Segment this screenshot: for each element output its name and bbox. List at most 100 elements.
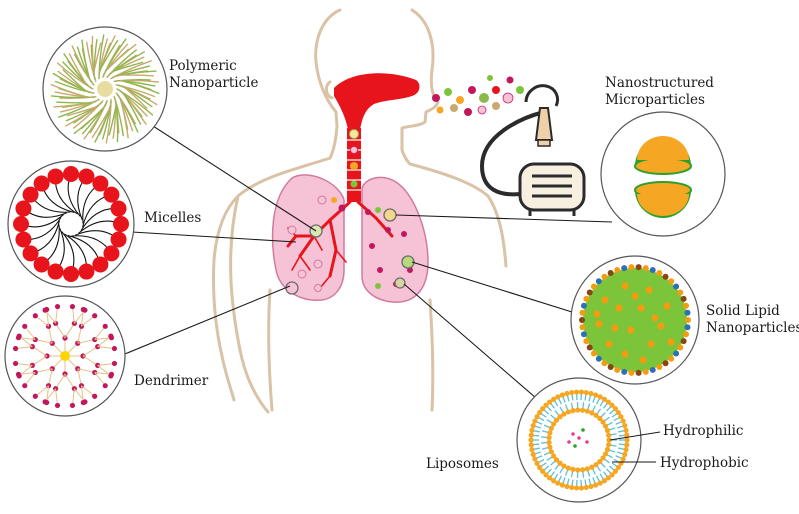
dendrimer-illustration <box>4 295 126 417</box>
liposome-head <box>546 439 552 446</box>
liposome-head <box>551 396 557 402</box>
sln-surface-dot <box>607 269 614 276</box>
sln-core-dot <box>657 322 665 330</box>
dendrimer-branch <box>55 373 66 389</box>
dendrimer-node <box>82 399 88 405</box>
dendrimer-branch <box>24 372 36 386</box>
polymer-strand <box>99 39 119 71</box>
liposome-head <box>589 410 595 416</box>
polymer-strand <box>93 42 102 74</box>
liposome-head <box>620 418 626 424</box>
liposome-head <box>615 409 621 416</box>
liposome-payload <box>567 440 571 444</box>
sln-core-dot <box>593 310 601 318</box>
sln-surface-dot <box>642 368 649 375</box>
sln-surface-dot <box>649 366 656 373</box>
sln-core-dot <box>651 314 659 322</box>
liposome-head <box>612 406 619 412</box>
dendrimer-node <box>32 313 38 319</box>
dendrimer-branch <box>35 368 53 373</box>
polymer-strand <box>81 39 90 78</box>
sln-surface-dot <box>684 324 691 331</box>
label-solid-lipid-line1: Solid Lipid <box>706 303 780 319</box>
liposome-head <box>551 453 557 459</box>
liposome-head <box>589 464 595 470</box>
sln-core-dot <box>631 292 639 300</box>
sln-surface-dot <box>656 364 663 371</box>
connector-nanostructured <box>395 214 613 223</box>
micelle-illustration <box>7 160 135 288</box>
micelle-head <box>22 186 39 203</box>
sln-core-dot <box>595 320 603 328</box>
liposome-head <box>612 468 619 474</box>
sln-surface-dot <box>680 338 687 345</box>
sln-core-dot <box>647 340 655 348</box>
sln-surface-dot <box>621 265 628 272</box>
sln-surface-dot <box>579 317 585 323</box>
connector-solid-lipid <box>411 261 573 313</box>
liposome-head <box>583 484 589 491</box>
label-nanostructured-line1: Nanostructured <box>605 75 714 91</box>
dendrimer-branch <box>32 346 48 357</box>
liposome-head <box>534 460 540 466</box>
liposome-head <box>565 465 571 471</box>
sln-surface-dot <box>680 295 687 302</box>
liposome-head <box>555 394 561 400</box>
polymer-strand <box>118 74 154 77</box>
dendrimer-branch <box>18 337 36 341</box>
liposome-head <box>561 463 567 469</box>
dendrimer-branch <box>81 315 95 327</box>
dendrimer-branch <box>15 346 33 350</box>
liposome-payload <box>571 432 575 436</box>
sln-surface-dot <box>607 364 614 371</box>
liposome-head <box>600 419 606 425</box>
liposome-head <box>606 432 612 438</box>
sln-surface-dot <box>595 278 602 285</box>
dendrimer-node <box>42 307 48 313</box>
liposome-head <box>593 412 599 418</box>
polymer-strand <box>68 53 87 85</box>
dendrimer-node <box>111 360 118 367</box>
dendrimer-branch <box>32 355 48 366</box>
micelle-head <box>47 168 64 185</box>
dendrimer-node <box>108 371 115 377</box>
micelle-head <box>63 266 79 282</box>
dendrimer-branch <box>82 346 98 357</box>
liposome-head <box>528 432 534 438</box>
liposome-head <box>575 407 581 413</box>
liposome-head <box>570 408 576 414</box>
dendrimer-node <box>12 345 19 352</box>
liposome-head <box>601 478 607 484</box>
liposome-head <box>604 446 611 453</box>
dendrimer-node <box>44 399 50 406</box>
liposome-head <box>559 392 565 398</box>
liposome-head <box>623 427 629 433</box>
liposome-head <box>543 472 549 478</box>
label-micelles: Micelles <box>144 210 202 226</box>
dendrimer-branch <box>35 385 49 397</box>
sln-surface-dot <box>601 273 608 280</box>
liposome-head <box>547 430 553 436</box>
dendrimer-node <box>111 345 118 352</box>
liposome-head <box>588 483 594 490</box>
micelle-head <box>113 216 129 232</box>
dendrimer-node <box>54 303 61 310</box>
dendrimer-branch <box>94 326 106 340</box>
lung-target-spots <box>285 208 415 295</box>
liposome-head <box>548 449 555 455</box>
sln-surface-dot <box>583 338 590 345</box>
polymer-strand <box>50 83 88 98</box>
dendrimer-branch <box>94 371 112 375</box>
liposome-head <box>618 414 624 420</box>
dendrimer-branch <box>71 388 75 406</box>
liposome-head <box>624 432 630 438</box>
dendrimer-branch <box>55 323 66 339</box>
liposome-head <box>539 468 546 474</box>
dendrimer-core <box>60 351 70 361</box>
sln-surface-dot <box>628 264 635 271</box>
liposome-head <box>580 407 586 413</box>
micelle-units <box>13 166 129 282</box>
sln-surface-dot <box>677 344 684 351</box>
dendrimer-branch <box>77 339 95 344</box>
liposome-head <box>597 459 603 465</box>
